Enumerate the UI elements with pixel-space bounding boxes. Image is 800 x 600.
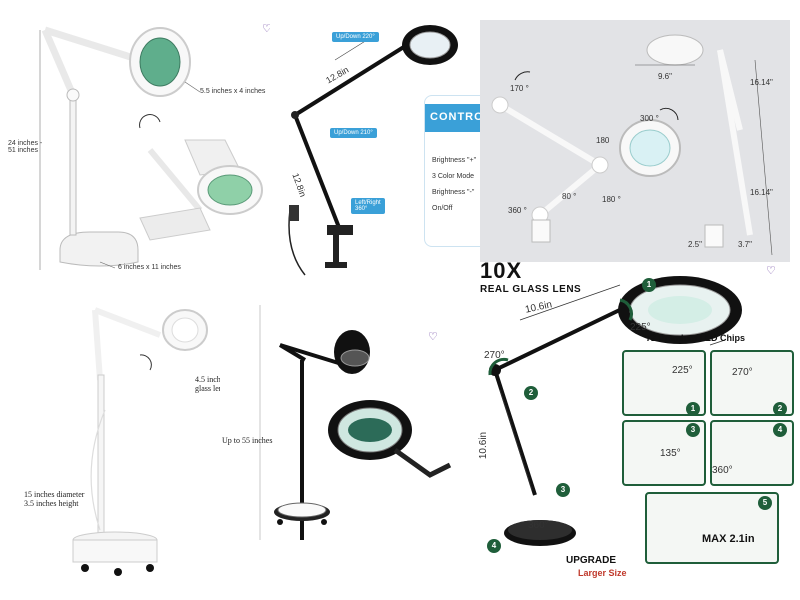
control-item-brightness-minus: Brightness "-" [432,189,475,196]
angle-label-225: 225° [630,322,651,333]
base-diameter-label: 15 inches diameter 3.5 inches height [24,490,85,509]
upper-arm-length-label: 16.14" [750,78,773,87]
panel-clamp-lamp-angles: 170 ° 300 ° 180 180 ° 80 ° 360 ° 9.6" 16… [480,20,790,262]
favorite-heart-icon[interactable]: ♡ [262,23,270,35]
upgrade-label: UPGRADE [566,555,617,566]
favorite-heart-icon-3[interactable]: ♡ [428,331,438,343]
favorite-heart-icon-2[interactable]: ♡ [766,265,776,277]
control-item-brightness-plus: Brightness "+" [432,157,477,164]
detail-number-5: 5 [758,496,772,510]
magnification-heading: 10X [480,258,523,283]
detail2-angle-label: 270° [732,367,753,378]
angle-180-lower-label: 180 ° [602,195,621,204]
height-range-label: 24 inches - 51 inches [8,140,43,154]
detail-number-2: 2 [773,402,787,416]
control-item-color-mode: 3 Color Mode [432,173,475,180]
head-width-label: 9.6" [658,72,672,81]
panel-floor-lamp-dimensions: 24 inches - 51 inches 5.5 inches x 4 inc… [0,0,270,290]
clamp-width-label: 2.5" [688,240,702,249]
leftright-360-badge: Left/Right 360° [351,198,385,214]
updown-220-badge: Up/Down 220° [332,32,379,42]
black-floor-magnifier-illustration [259,305,452,540]
angle-180-label: 180 [596,136,610,145]
panel-black-desk-lamp-arms: Up/Down 220° Up/Down 210° 12.8in 12.8in … [275,0,480,290]
angle-label-270: 270° [484,350,505,361]
step-number-3: 3 [556,483,570,497]
panel-10x-glass-lens-lamp [470,250,800,600]
lens-size-label: 5.5 inches x 4 inches [200,88,266,95]
clamp-lamp-illustration [491,34,773,256]
lower-arm-length-label: 16.14" [750,188,773,197]
glass-lens-size-label: 4.5 inches glass lens [195,375,220,394]
angle-80-label: 80 ° [562,192,577,201]
step-number-4: 4 [487,539,501,553]
control-item-on-off: On/Off [432,205,453,212]
detail4-angle-label: 360° [712,465,733,476]
clamp-max-label: MAX 2.1in [702,533,755,545]
max-height-label: Up to 55 inches [222,436,273,445]
arm-side-length-label: 10.6in [478,431,490,460]
updown-210-badge: Up/Down 210° [330,128,377,138]
white-floor-magnifier-illustration [72,307,208,576]
detail-number-4: 4 [773,423,787,437]
angle-300-label: 300 ° [640,114,659,123]
base-size-label: 6 inches x 11 inches [118,264,181,271]
control-title: CONTROL [430,111,492,123]
detail-number-1: 1 [686,402,700,416]
detail-number-3: 3 [686,423,700,437]
step-number-2: 2 [524,386,538,400]
floor-lamp-illustration [39,26,263,270]
base-angle-label: 360° [528,520,549,531]
step-number-1: 1 [642,278,656,292]
detail-box-5 [645,492,779,564]
panel-black-floor-magnifier: Up to 55 inches ♡ [220,290,470,600]
desk-lamp-illustration [288,25,458,276]
angle-360-label: 360 ° [508,206,527,215]
10x-lamp-illustration [488,276,742,546]
panel-white-floor-magnifier: 4.5 inches glass lens 15 inches diameter… [0,290,220,600]
led-chips-label: 72 Premium LED Chips [646,333,746,343]
real-glass-lens-heading: REAL GLASS LENS [480,284,582,295]
detail3-angle-label: 135° [660,448,681,459]
detail1-angle-label: 225° [672,365,693,376]
angle-170-label: 170 ° [510,84,529,93]
clamp-depth-label: 3.7" [738,240,752,249]
larger-size-label: Larger Size [578,568,627,578]
